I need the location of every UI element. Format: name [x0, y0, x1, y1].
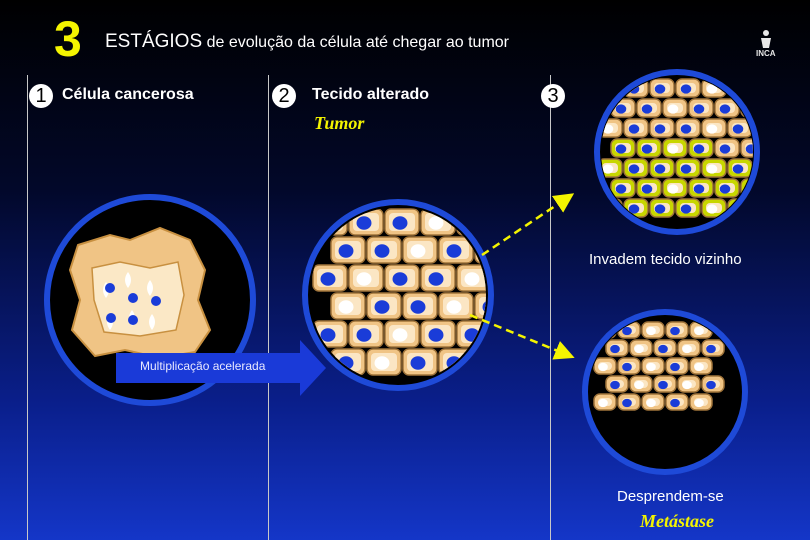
- arrow-label: Multiplicação acelerada: [140, 359, 266, 373]
- invading-tissue-circle: [594, 69, 760, 235]
- page-title: ESTÁGIOS de evolução da célula até chega…: [105, 31, 509, 53]
- stage-1-number: 1: [29, 84, 53, 108]
- invade-label: Invadem tecido vizinho: [589, 251, 742, 268]
- detach-arrow: [469, 313, 575, 360]
- title-strong: ESTÁGIOS: [105, 31, 203, 52]
- stage-1-label: Célula cancerosa: [62, 86, 194, 103]
- divider-line-2: [268, 75, 269, 540]
- inca-logo-icon: [761, 30, 771, 48]
- logo-text: INCA: [756, 49, 776, 58]
- stage-2-label: Tecido alterado: [312, 86, 430, 103]
- stage-2-number: 2: [272, 84, 296, 108]
- title-rest: de evolução da célula até chegar ao tumo…: [202, 34, 510, 51]
- progress-arrow: [116, 340, 326, 396]
- altered-tissue-circle: [302, 199, 494, 391]
- tumor-label: Tumor: [314, 113, 365, 133]
- stage-3-number: 3: [541, 84, 565, 108]
- metastasis-label: Metástase: [640, 511, 714, 531]
- invade-arrow: [481, 193, 575, 257]
- divider-line-3: [550, 75, 551, 540]
- metastasis-tissue-circle: [582, 309, 748, 475]
- divider-line-1: [27, 75, 28, 540]
- cancer-cell-circle: [44, 194, 256, 406]
- big-number: 3: [54, 11, 82, 67]
- detach-label: Desprendem-se: [617, 488, 724, 505]
